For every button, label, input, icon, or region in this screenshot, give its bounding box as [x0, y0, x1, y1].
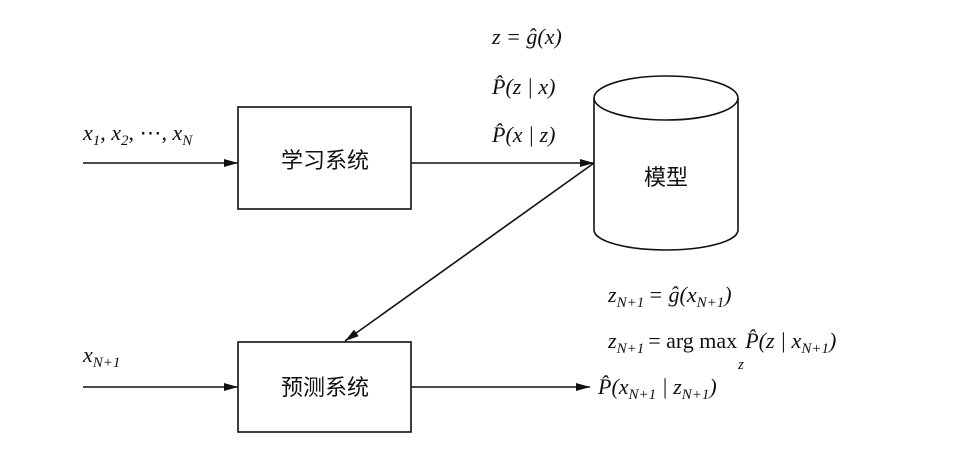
formula-decision: z = ĝ(x) [491, 24, 562, 49]
new-input-label: xN+1 [82, 342, 120, 371]
learning-system-box [237, 106, 412, 210]
formula-conditional-x-given-z: P̂(x | z) [491, 122, 555, 147]
model-to-prediction-arrow [344, 162, 595, 342]
model-cylinder [593, 75, 739, 251]
formula-prediction-output: P̂(xN+1 | zN+1) [597, 374, 717, 403]
training-input-label: x1, x2, ⋯, xN [82, 120, 193, 149]
model-label: 模型 [644, 166, 688, 191]
prediction-system-label: 预测系统 [281, 376, 369, 401]
formula-prediction-decision: zN+1= ĝ(xN+1) [607, 282, 732, 311]
learning-system-label: 学习系统 [281, 149, 369, 174]
argmax-subscript: z [737, 357, 744, 373]
formula-conditional-z-given-x: P̂(z | x) [491, 74, 555, 99]
